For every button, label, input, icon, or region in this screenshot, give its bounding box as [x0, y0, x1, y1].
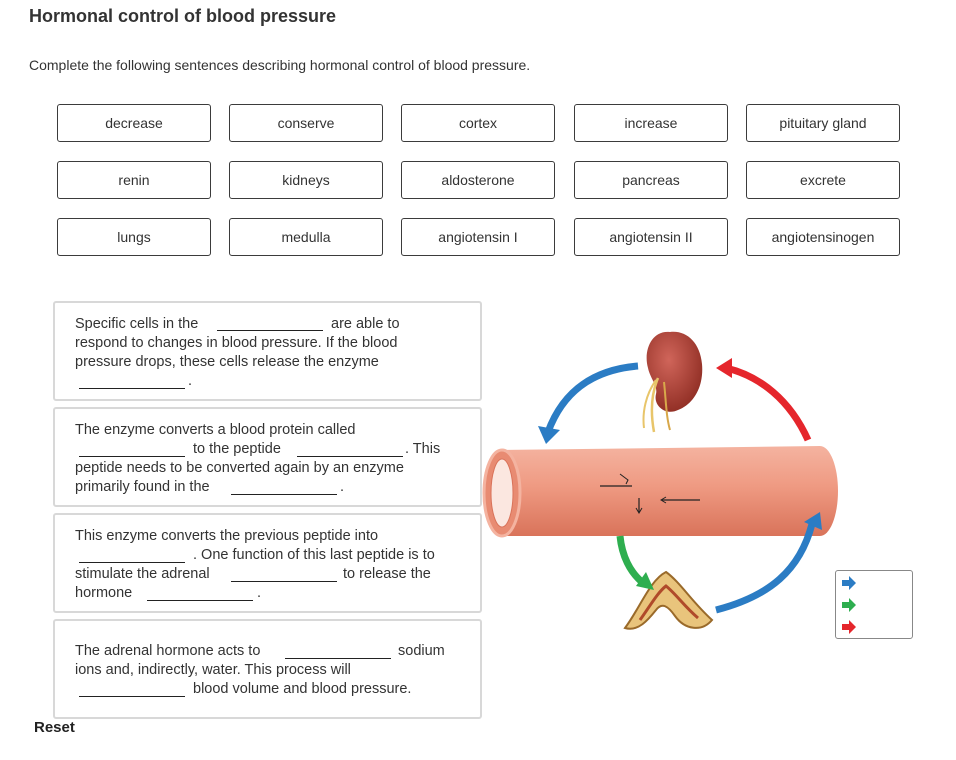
drop-blank-8[interactable]: [147, 586, 253, 601]
drop-blank-2[interactable]: [79, 374, 185, 389]
blood-vessel: [482, 446, 838, 538]
reset-button[interactable]: Reset: [34, 719, 75, 736]
card4-text: blood volume and blood pressure.: [193, 681, 412, 697]
blood-pressure-diagram: [482, 331, 838, 630]
tile-lungs[interactable]: lungs: [57, 218, 211, 256]
card4-text: sodium: [398, 643, 445, 659]
tile-increase[interactable]: increase: [574, 104, 728, 142]
card3-text: This enzyme converts the previous peptid…: [75, 528, 379, 544]
blue-arrow-icon: [715, 512, 822, 614]
tile-pancreas[interactable]: pancreas: [574, 161, 728, 199]
kidney-icon: [642, 331, 703, 433]
card2-text: .: [340, 479, 345, 495]
tile-excrete[interactable]: excrete: [746, 161, 900, 199]
tile-angiotensin-ii[interactable]: angiotensin II: [574, 218, 728, 256]
card3-text: hormone: [75, 585, 133, 601]
sentence-card-3: This enzyme converts the previous peptid…: [53, 513, 482, 613]
tile-angiotensinogen[interactable]: angiotensinogen: [746, 218, 900, 256]
tile-decrease[interactable]: decrease: [57, 104, 211, 142]
tile-conserve[interactable]: conserve: [229, 104, 383, 142]
card1-text: Specific cells in the: [75, 316, 199, 332]
card3-text: stimulate the adrenal: [75, 566, 210, 582]
sentence-card-4: The adrenal hormone acts to sodium ions …: [53, 619, 482, 719]
card2-text: The enzyme converts a blood protein call…: [75, 422, 356, 438]
card3-text: to release the: [343, 566, 431, 582]
blue-arrow-icon: [538, 362, 639, 444]
card3-text: .: [257, 585, 262, 601]
page-title: Hormonal control of blood pressure: [29, 6, 337, 26]
green-arrow-icon[interactable]: [841, 598, 857, 612]
card1-text: pressure drops, these cells release the …: [75, 354, 379, 370]
card4-text: ions and, indirectly, water. This proces…: [75, 662, 351, 678]
drop-blank-5[interactable]: [231, 480, 337, 495]
tile-renin[interactable]: renin: [57, 161, 211, 199]
card2-text: . This: [405, 441, 441, 457]
card1-text: .: [188, 373, 193, 389]
tile-kidneys[interactable]: kidneys: [229, 161, 383, 199]
arrow-legend[interactable]: [835, 570, 913, 639]
drop-blank-4[interactable]: [297, 442, 403, 457]
card4-text: The adrenal hormone acts to: [75, 643, 261, 659]
drop-blank-3[interactable]: [79, 442, 185, 457]
drop-blank-7[interactable]: [231, 567, 337, 582]
instructions: Complete the following sentences describ…: [29, 57, 531, 73]
tile-pituitary-gland[interactable]: pituitary gland: [746, 104, 900, 142]
drop-blank-6[interactable]: [79, 548, 185, 563]
adrenal-gland-icon: [623, 570, 714, 630]
card2-text: primarily found in the: [75, 479, 210, 495]
card1-text: respond to changes in blood pressure. If…: [75, 335, 398, 351]
tile-cortex[interactable]: cortex: [401, 104, 555, 142]
red-arrow-icon: [716, 358, 812, 442]
card3-text: . One function of this last peptide is t…: [193, 547, 435, 563]
sentence-card-2: The enzyme converts a blood protein call…: [53, 407, 482, 507]
drop-blank-10[interactable]: [79, 682, 185, 697]
card2-text: peptide needs to be converted again by a…: [75, 460, 404, 476]
drop-blank-9[interactable]: [285, 644, 391, 659]
drop-blank-1[interactable]: [217, 316, 323, 331]
green-arrow-icon: [616, 535, 654, 590]
tile-medulla[interactable]: medulla: [229, 218, 383, 256]
sentence-card-1: Specific cells in the are able to respon…: [53, 301, 482, 401]
red-arrow-icon[interactable]: [841, 620, 857, 634]
card1-text: are able to: [331, 316, 400, 332]
tile-angiotensin-i[interactable]: angiotensin I: [401, 218, 555, 256]
tile-aldosterone[interactable]: aldosterone: [401, 161, 555, 199]
card2-text: to the peptide: [193, 441, 281, 457]
blue-arrow-icon[interactable]: [841, 576, 857, 590]
